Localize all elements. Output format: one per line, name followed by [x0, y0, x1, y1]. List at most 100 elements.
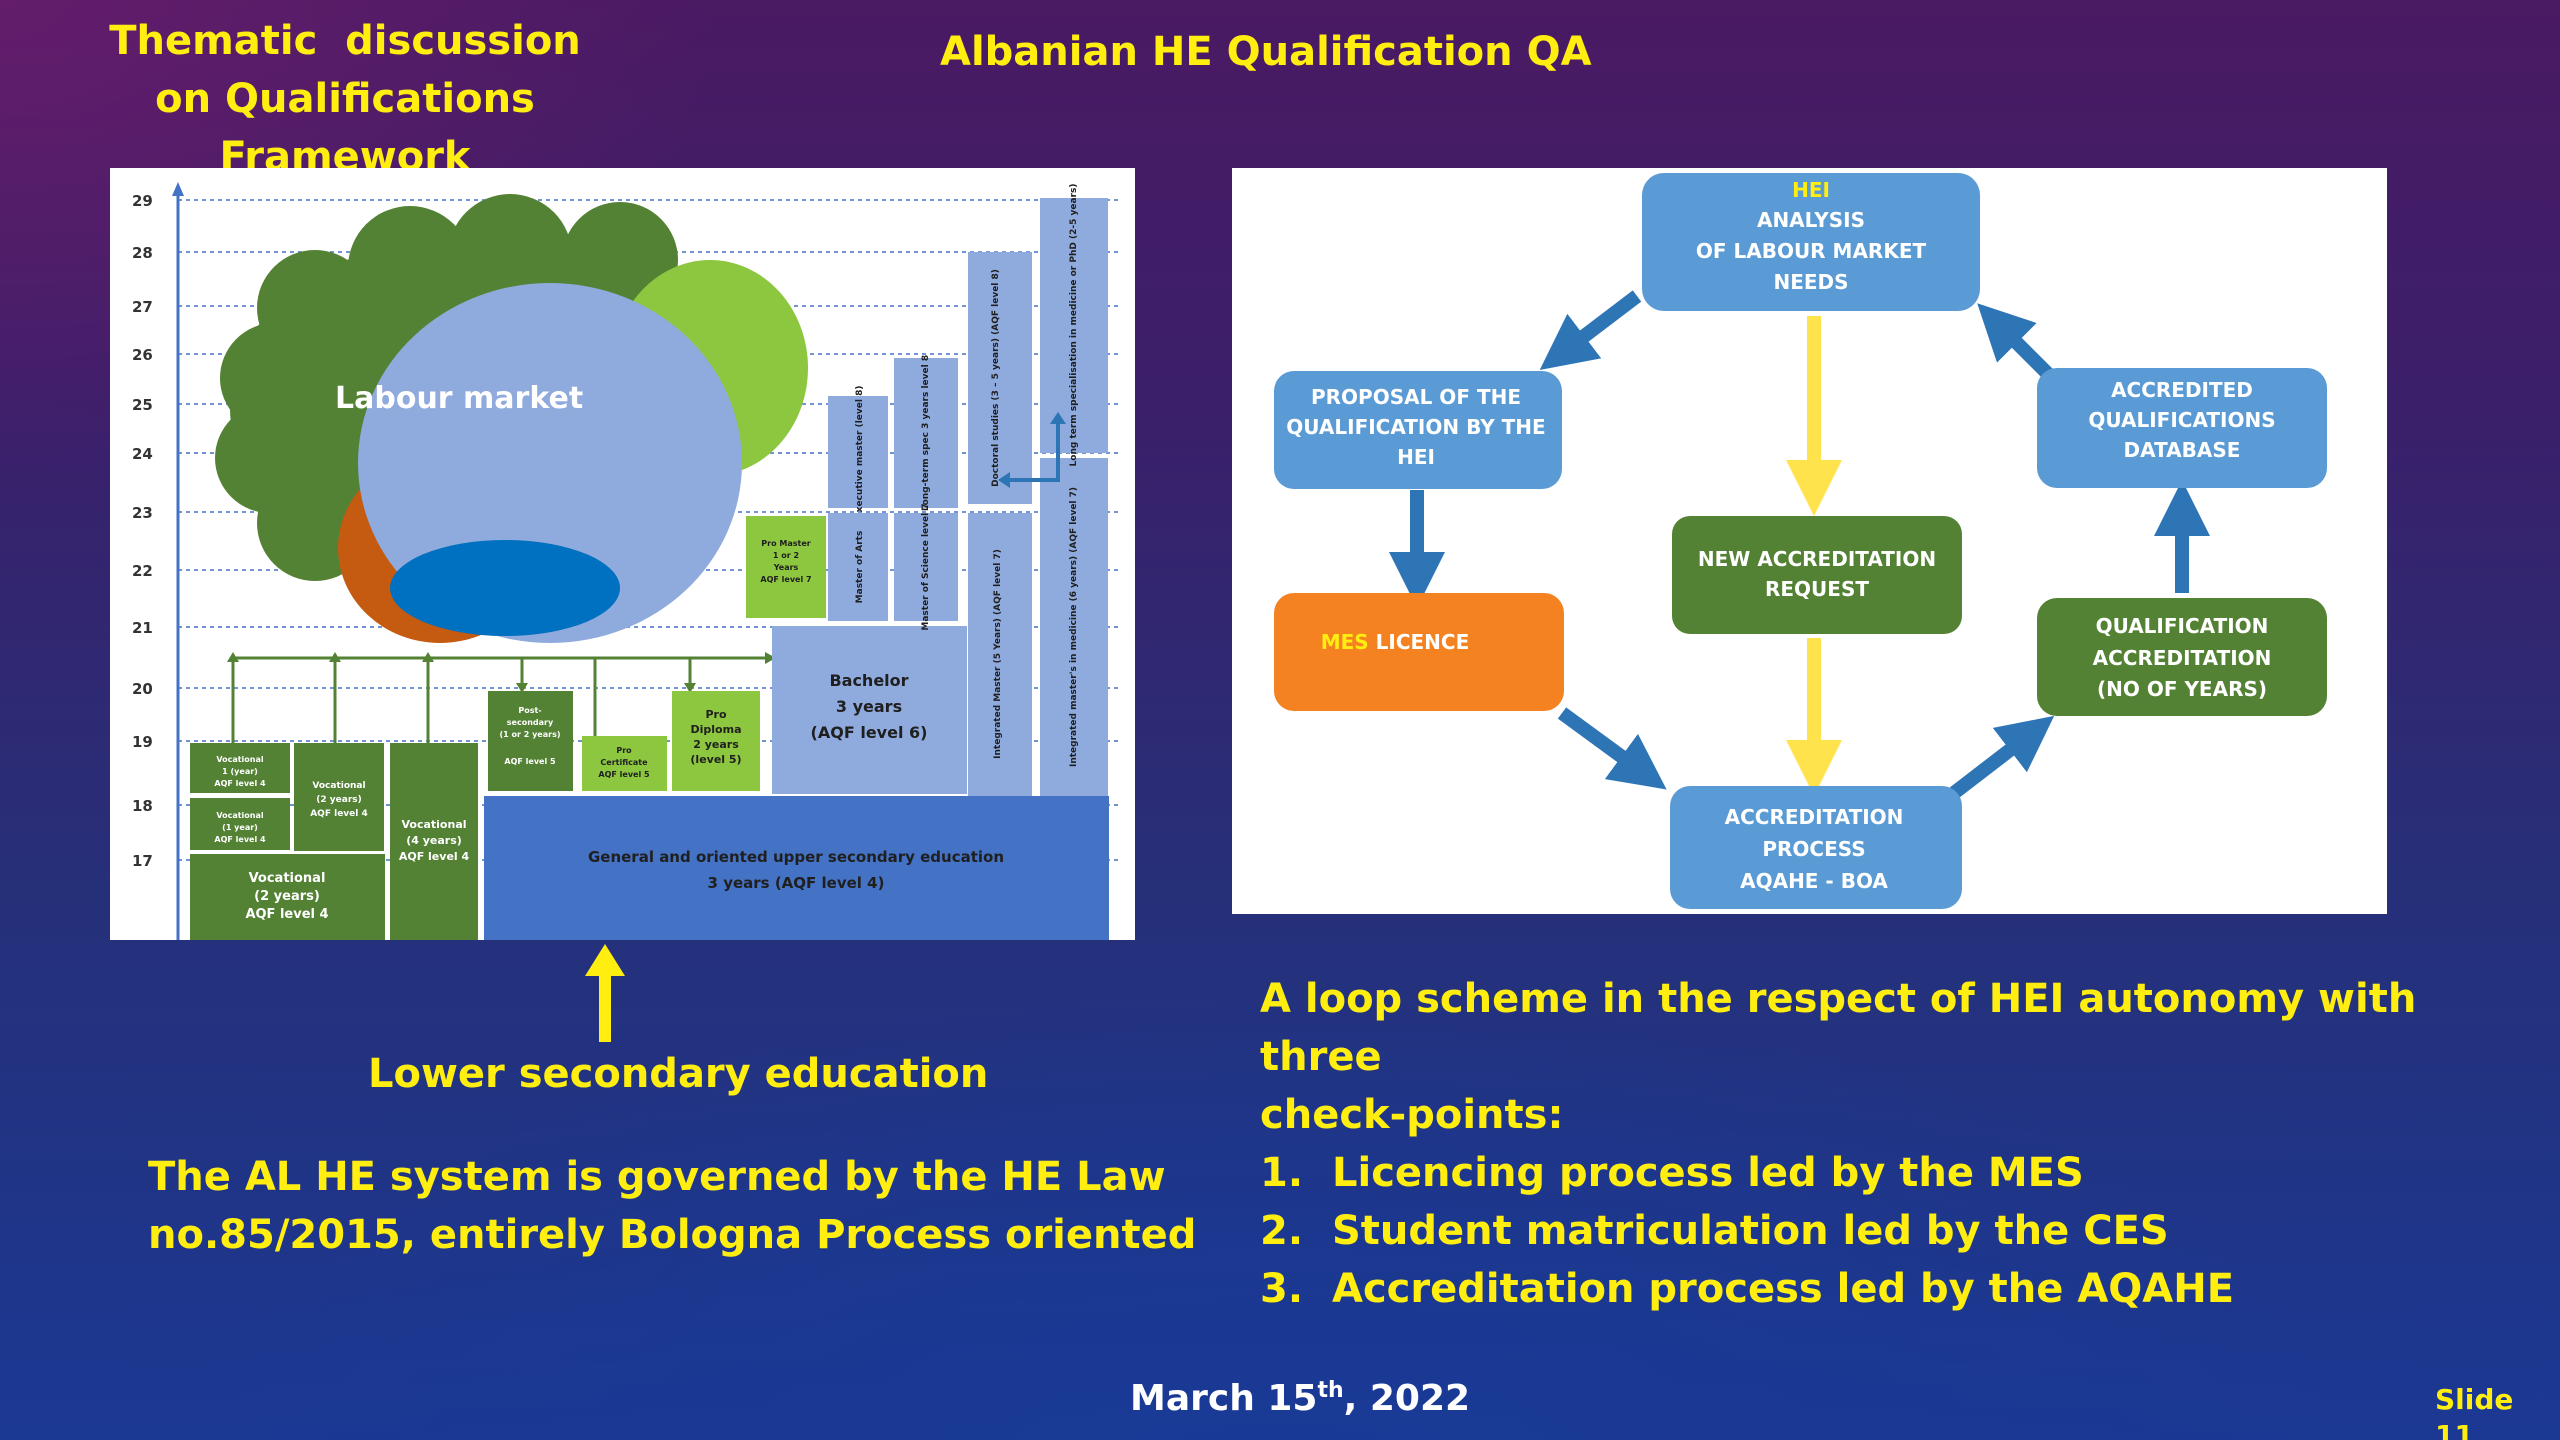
connector-arrows	[998, 412, 1066, 488]
svg-text:OF LABOUR MARKET: OF LABOUR MARKET	[1696, 239, 1927, 263]
y-tick: 29	[132, 192, 153, 210]
svg-text:Pro: Pro	[705, 708, 726, 721]
svg-text:AQF level 4: AQF level 4	[214, 835, 266, 844]
svg-text:PROCESS: PROCESS	[1762, 837, 1865, 861]
svg-text:Vocational: Vocational	[216, 811, 264, 820]
bachelor-label: Bachelor	[829, 671, 908, 690]
loop-intro-line2: check-points:	[1260, 1092, 1564, 1138]
svg-text:NEW ACCREDITATION: NEW ACCREDITATION	[1698, 547, 1936, 571]
y-tick: 17	[132, 852, 153, 870]
svg-text:QUALIFICATION: QUALIFICATION	[2096, 614, 2269, 638]
y-tick: 19	[132, 733, 153, 751]
svg-text:Long term specialisation in me: Long term specialisation in medicine or …	[1069, 184, 1079, 467]
svg-text:(NO OF YEARS): (NO OF YEARS)	[2097, 677, 2267, 701]
svg-text:Vocational: Vocational	[312, 781, 365, 791]
he-law-line1: The AL HE system is governed by the HE L…	[148, 1154, 1166, 1200]
bachelor-block	[772, 626, 967, 794]
y-tick: 25	[132, 396, 153, 414]
svg-text:AQF level 5: AQF level 5	[504, 757, 556, 766]
loop-intro-line1: A loop scheme in the respect of HEI auto…	[1260, 976, 2417, 1080]
qualification-accreditation-box: QUALIFICATION ACCREDITATION (NO OF YEARS…	[2037, 598, 2327, 716]
footer-date: March 15th, 2022	[1130, 1366, 1470, 1424]
svg-text:Vocational: Vocational	[401, 818, 466, 831]
svg-text:Years: Years	[773, 563, 799, 572]
thematic-title-line2: on Qualifications Framework	[155, 76, 535, 180]
svg-text:Vocational: Vocational	[249, 871, 326, 886]
svg-text:ACCREDITATION: ACCREDITATION	[2093, 646, 2272, 670]
qualifications-framework-chart: 29 28 27 26 25 24 23 22 21 20 19 18 17	[110, 168, 1135, 940]
svg-text:Long-term spec 3 years level 8: Long-term spec 3 years level 8	[921, 355, 931, 511]
general-upper-label: 3 years (AQF level 4)	[708, 874, 885, 892]
loop-svg: HEI ANALYSIS OF LABOUR MARKET NEEDS PROP…	[1274, 173, 2327, 909]
bachelor-label: 3 years	[836, 697, 902, 716]
y-tick: 27	[132, 298, 153, 316]
svg-text:QUALIFICATIONS: QUALIFICATIONS	[2088, 408, 2275, 432]
labour-market-label: Labour market	[335, 381, 583, 416]
y-tick: 18	[132, 797, 153, 815]
y-tick: 21	[132, 619, 153, 637]
svg-text:AQF level 4: AQF level 4	[310, 809, 368, 819]
checkpoint-number: 2.	[1260, 1208, 1304, 1254]
loop-scheme-text: A loop scheme in the respect of HEI auto…	[1260, 970, 2520, 1318]
y-tick: 22	[132, 562, 153, 580]
svg-text:Master of Science level 7: Master of Science level 7	[921, 503, 931, 630]
y-tick: 24	[132, 445, 153, 463]
svg-text:Executive master (level 8): Executive master (level 8)	[855, 386, 865, 519]
checkpoint-text: Accreditation process led by the AQAHE	[1332, 1266, 2235, 1312]
svg-text:Pro Master: Pro Master	[761, 539, 810, 548]
y-tick: 23	[132, 504, 153, 522]
licence-label: LICENCE	[1369, 630, 1470, 654]
checkpoint-number: 1.	[1260, 1150, 1304, 1196]
svg-text:Doctoral studies (3 – 5 years): Doctoral studies (3 – 5 years) (AQF leve…	[991, 269, 1001, 487]
date-year: , 2022	[1343, 1378, 1471, 1419]
checkpoint-text: Licencing process led by the MES	[1332, 1150, 2084, 1196]
svg-text:(2 years): (2 years)	[254, 889, 320, 904]
svg-text:AQF level 4: AQF level 4	[399, 850, 470, 863]
he-law-line2: no.85/2015, entirely Bologna Process ori…	[148, 1212, 1197, 1258]
checkpoint-text: Student matriculation led by the CES	[1332, 1208, 2169, 1254]
labour-market-cloud: Labour market	[215, 194, 808, 643]
svg-text:secondary: secondary	[507, 718, 554, 727]
svg-text:Integrated master's in medicin: Integrated master's in medicine (6 years…	[1069, 487, 1079, 767]
new-accreditation-request-box: NEW ACCREDITATION REQUEST	[1672, 516, 1962, 634]
svg-text:(1 or 2 years): (1 or 2 years)	[500, 730, 561, 739]
lower-secondary-label: Lower secondary education	[368, 1051, 989, 1097]
svg-text:ACCREDITED: ACCREDITED	[2111, 378, 2253, 402]
svg-text:(2 years): (2 years)	[316, 795, 361, 805]
y-tick: 28	[132, 244, 153, 262]
svg-text:AQAHE - BOA: AQAHE - BOA	[1740, 869, 1888, 893]
accreditation-process-box: ACCREDITATION PROCESS AQAHE - BOA	[1670, 786, 1962, 909]
checkpoint-item: 2. Student matriculation led by the CES	[1260, 1202, 2520, 1260]
svg-text:Vocational: Vocational	[216, 755, 264, 764]
checkpoint-item: 3. Accreditation process led by the AQAH…	[1260, 1260, 2520, 1318]
mes-label: MES	[1321, 630, 1369, 654]
thematic-title-line1: Thematic discussion	[109, 18, 581, 64]
accredited-database-box: ACCREDITED QUALIFICATIONS DATABASE	[2037, 368, 2327, 488]
checkpoint-number: 3.	[1260, 1266, 1304, 1312]
svg-text:AQF level 4: AQF level 4	[245, 907, 328, 922]
svg-text:HEI: HEI	[1397, 445, 1435, 469]
svg-text:Diploma: Diploma	[691, 723, 742, 736]
svg-text:AQF level 4: AQF level 4	[214, 779, 266, 788]
y-tick-labels: 29 28 27 26 25 24 23 22 21 20 19 18 17	[132, 192, 153, 870]
up-arrow-icon	[585, 944, 625, 1042]
hei-analysis-box: HEI ANALYSIS OF LABOUR MARKET NEEDS	[1642, 173, 1980, 311]
thematic-title: Thematic discussion on Qualifications Fr…	[40, 12, 650, 186]
svg-text:NEEDS: NEEDS	[1773, 270, 1848, 294]
bachelor-label: (AQF level 6)	[811, 723, 928, 742]
svg-text:AQF level 5: AQF level 5	[598, 770, 650, 779]
checkpoint-list: 1. Licencing process led by the MES 2. S…	[1260, 1144, 2520, 1318]
vocational-blocks: Vocational (2 years) AQF level 4 Vocatio…	[190, 743, 478, 940]
svg-text:Master of Arts: Master of Arts	[855, 531, 865, 604]
svg-text:(4 years): (4 years)	[406, 834, 462, 847]
svg-text:(1 year): (1 year)	[222, 823, 258, 832]
slide-title: Albanian HE Qualification QA	[940, 29, 1592, 75]
y-tick: 20	[132, 680, 153, 698]
general-upper-secondary-block	[484, 796, 1109, 940]
y-tick: 26	[132, 346, 153, 364]
svg-text:Post-: Post-	[518, 706, 541, 715]
svg-text:PROPOSAL OF THE: PROPOSAL OF THE	[1311, 385, 1521, 409]
master-columns: Executive master (level 8) Master of Art…	[828, 184, 1108, 796]
svg-text:ACCREDITATION: ACCREDITATION	[1725, 805, 1904, 829]
svg-text:(level 5): (level 5)	[690, 753, 741, 766]
